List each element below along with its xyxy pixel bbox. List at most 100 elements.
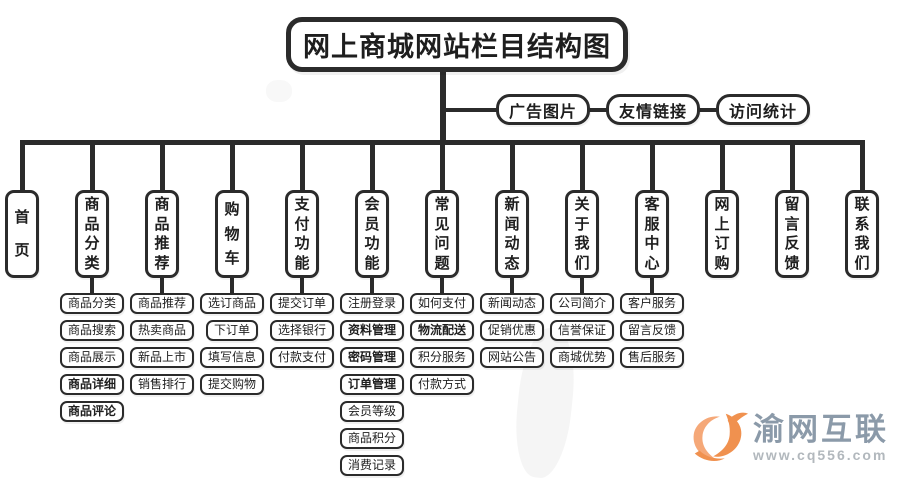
sub-item: 订单管理 (339, 374, 405, 395)
sub-item: 如何支付 (409, 293, 475, 314)
column-label-char: 服 (644, 215, 660, 233)
node-visit-stats: 访问统计 (716, 94, 810, 125)
column-box: 购物车 (215, 190, 249, 278)
column-label-char: 品 (84, 215, 100, 233)
column-label-char: 上 (714, 215, 730, 233)
sub-item: 热卖商品 (129, 320, 195, 341)
sub-item: 下订单 (205, 320, 259, 341)
column-label-char: 推 (154, 235, 170, 253)
column-label-char: 员 (364, 215, 380, 233)
sub-item: 选择银行 (269, 320, 335, 341)
column-label-char: 联 (854, 196, 870, 214)
column-box: 关于我们 (565, 190, 599, 278)
sub-item: 提交订单 (269, 293, 335, 314)
sub-item: 商品展示 (59, 347, 125, 368)
column-box: 网上订购 (705, 190, 739, 278)
sub-item: 销售排行 (129, 374, 195, 395)
column-label-char: 于 (574, 215, 590, 233)
sub-item: 物流配送 (409, 320, 475, 341)
sub-connector-line (230, 276, 234, 294)
column-label-char: 支 (294, 196, 310, 214)
sub-item: 注册登录 (339, 293, 405, 314)
chain-connector (443, 108, 498, 112)
sub-connector-line (650, 276, 654, 294)
background-smudge (266, 80, 292, 102)
column-label-char: 馈 (784, 254, 800, 272)
column-label-char: 们 (574, 254, 590, 272)
column-label-char: 功 (294, 235, 310, 253)
sub-item: 商品评论 (59, 401, 125, 422)
column-label-char: 荐 (154, 254, 170, 272)
column-box: 首页 (5, 190, 39, 278)
column-label-char: 分 (84, 235, 100, 253)
sub-item: 商品搜索 (59, 320, 125, 341)
sub-item: 积分服务 (409, 347, 475, 368)
column-label-char: 购 (714, 254, 730, 272)
column-label-char: 心 (644, 254, 660, 272)
sub-item: 新品上市 (129, 347, 195, 368)
sub-item: 会员等级 (339, 401, 405, 422)
column-label-char: 留 (784, 196, 800, 214)
sub-item: 付款支付 (269, 347, 335, 368)
drop-line (20, 140, 25, 192)
column-label-char: 功 (364, 235, 380, 253)
sub-item: 商城优势 (549, 347, 615, 368)
column-label-char: 关 (574, 196, 590, 214)
column-label-char: 购 (224, 201, 240, 219)
sub-item: 选订商品 (199, 293, 265, 314)
column-box: 客服中心 (635, 190, 669, 278)
column-label-char: 商 (84, 196, 100, 214)
column-label-char: 能 (364, 254, 380, 272)
column-label-char: 页 (14, 241, 30, 259)
column-label-char: 类 (84, 254, 100, 272)
column-label-char: 们 (854, 254, 870, 272)
sub-connector-line (90, 276, 94, 294)
sub-item: 商品分类 (59, 293, 125, 314)
drop-line (230, 140, 235, 192)
column-label-char: 网 (714, 196, 730, 214)
column-label-char: 商 (154, 196, 170, 214)
sub-connector-line (370, 276, 374, 294)
column-label-char: 能 (294, 254, 310, 272)
sub-item: 资料管理 (339, 320, 405, 341)
node-ad-images: 广告图片 (496, 94, 590, 125)
drop-line (160, 140, 165, 192)
sub-item: 新闻动态 (479, 293, 545, 314)
watermark: 渝网互联 www.cq556.com (687, 407, 889, 469)
column-box: 常见问题 (425, 190, 459, 278)
column-label-char: 付 (294, 215, 310, 233)
column-label-char: 车 (224, 249, 240, 267)
column-label-char: 订 (714, 235, 730, 253)
column-label-char: 我 (574, 235, 590, 253)
column-label-char: 动 (504, 235, 520, 253)
sub-item: 密码管理 (339, 347, 405, 368)
sub-item: 消费记录 (339, 455, 405, 476)
sub-item: 商品积分 (339, 428, 405, 449)
column-label-char: 首 (14, 209, 30, 227)
watermark-text: 渝网互联 www.cq556.com (753, 414, 889, 462)
drop-line (370, 140, 375, 192)
column-box: 留言反馈 (775, 190, 809, 278)
sub-item: 售后服务 (619, 347, 685, 368)
sub-item: 付款方式 (409, 374, 475, 395)
drop-line (720, 140, 725, 192)
watermark-brand: 渝网互联 (753, 412, 889, 447)
drop-line (90, 140, 95, 192)
column-label-char: 物 (224, 225, 240, 243)
diagram-title: 网上商城网站栏目结构图 (286, 17, 628, 72)
phoenix-logo-icon (693, 412, 749, 461)
column-box: 新闻动态 (495, 190, 529, 278)
drop-line (300, 140, 305, 192)
column-label-char: 闻 (504, 215, 520, 233)
drop-line (440, 140, 445, 192)
column-box: 支付功能 (285, 190, 319, 278)
column-box: 联系我们 (845, 190, 879, 278)
sub-connector-line (300, 276, 304, 294)
column-label-char: 我 (854, 235, 870, 253)
sub-connector-line (510, 276, 514, 294)
sub-item: 留言反馈 (619, 320, 685, 341)
drop-line (580, 140, 585, 192)
column-label-char: 态 (504, 254, 520, 272)
sub-item: 客户服务 (619, 293, 685, 314)
column-label-char: 反 (784, 235, 800, 253)
